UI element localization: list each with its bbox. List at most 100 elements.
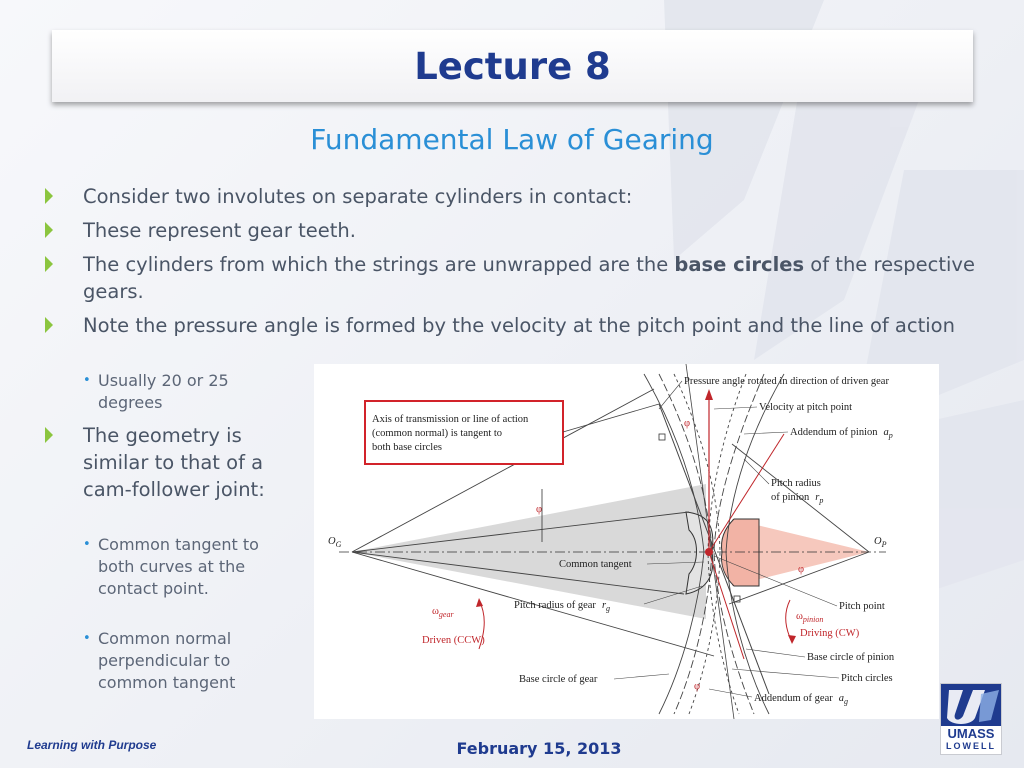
axis-box-text: (common normal) is tangent to bbox=[372, 428, 502, 439]
bullet-item: Consider two involutes on separate cylin… bbox=[44, 183, 979, 210]
bullet-arrow-icon bbox=[45, 256, 53, 272]
pinion-wedge bbox=[732, 519, 869, 586]
leader-line bbox=[562, 403, 660, 433]
bullet-item: Note the pressure angle is formed by the… bbox=[44, 312, 979, 339]
gear-line bbox=[351, 551, 685, 595]
bullet-dot-icon: • bbox=[83, 631, 91, 646]
bullet-bold-text: base circles bbox=[674, 253, 805, 276]
logo-line1: UMASS bbox=[947, 726, 995, 741]
pinion-tooth bbox=[721, 518, 760, 587]
leader-line bbox=[743, 458, 770, 485]
omega-gear-label: ωgear bbox=[432, 606, 454, 619]
driven-label: Driven (CCW) bbox=[422, 635, 485, 646]
university-logo: UMASS LOWELL bbox=[940, 683, 1002, 755]
bullet-arrow-icon bbox=[45, 188, 53, 204]
leader-line bbox=[646, 561, 705, 565]
logo-emblem bbox=[941, 684, 1001, 726]
gearing-diagram-svg: φ φ φ φ Axis of transmission or line of … bbox=[328, 363, 895, 720]
driving-label: Driving (CW) bbox=[800, 628, 860, 639]
gear-line bbox=[351, 511, 690, 553]
bullet-text: Consider two involutes on separate cylin… bbox=[83, 185, 633, 208]
right-angle-marker bbox=[658, 433, 666, 441]
bullet-text: The cylinders from which the strings are… bbox=[83, 253, 675, 276]
bullet-dot-icon: • bbox=[83, 537, 91, 552]
leader-line bbox=[643, 585, 703, 605]
common-tangent-label: Common tangent bbox=[559, 559, 632, 570]
gear-line bbox=[351, 551, 715, 657]
axis-box-text: Axis of transmission or line of action bbox=[372, 414, 529, 425]
leader-line bbox=[713, 555, 838, 607]
slide-title: Lecture 8 bbox=[414, 44, 611, 88]
sub-bullet-text: Common normal perpendicular to common ta… bbox=[98, 629, 236, 692]
pinion-line bbox=[731, 443, 870, 553]
sub-bullet: • Common tangent to both curves at the c… bbox=[83, 534, 268, 600]
red-normal-line bbox=[708, 551, 745, 660]
arrowhead-icon bbox=[705, 389, 713, 400]
omega-pinion-label: ωpinion bbox=[796, 611, 823, 624]
bullet-arrow-icon bbox=[45, 222, 53, 238]
red-tangent-line bbox=[708, 433, 785, 553]
og-label: OG bbox=[328, 536, 342, 549]
pinion-pitch-circle bbox=[713, 373, 765, 715]
bullet-dot-icon: • bbox=[83, 373, 91, 388]
phi-symbol: φ bbox=[684, 418, 690, 429]
bullet-arrow-icon bbox=[45, 427, 53, 443]
gear-line bbox=[351, 388, 655, 553]
gear-wedge bbox=[352, 484, 706, 619]
leader-line bbox=[713, 406, 758, 410]
bullet-item-geometry: The geometry is similar to that of a cam… bbox=[44, 422, 304, 510]
bullet-arrow-icon bbox=[45, 317, 53, 333]
pitch-point-label: Pitch point bbox=[839, 601, 885, 612]
leader-line bbox=[658, 380, 683, 410]
bullet-text: The geometry is similar to that of a cam… bbox=[83, 424, 265, 501]
sub-bullet: • Usually 20 or 25 degrees bbox=[83, 370, 288, 414]
line-of-action bbox=[658, 403, 770, 695]
footer-date: February 15, 2013 bbox=[456, 739, 622, 758]
base-circle-gear-label: Base circle of gear bbox=[519, 674, 598, 685]
op-label: OP bbox=[874, 536, 887, 549]
sub-bullet-text: Usually 20 or 25 degrees bbox=[98, 371, 229, 412]
axis-box-text: both base circles bbox=[372, 442, 442, 453]
bullet-list: Consider two involutes on separate cylin… bbox=[44, 183, 979, 346]
pitch-point-marker bbox=[705, 548, 713, 556]
bullet-text: of the respective gears. bbox=[83, 253, 975, 303]
pinion-base-circle bbox=[725, 373, 785, 715]
leader-line bbox=[613, 673, 670, 680]
logo-mark-icon bbox=[947, 690, 999, 724]
logo-line2: LOWELL bbox=[946, 741, 996, 751]
right-angle-marker bbox=[733, 595, 741, 603]
leader-line bbox=[743, 431, 789, 435]
leader-line bbox=[745, 648, 806, 658]
arrowhead-icon bbox=[788, 635, 796, 644]
leader-line bbox=[708, 688, 753, 698]
bullet-text: These represent gear teeth. bbox=[83, 219, 356, 242]
bullet-item: These represent gear teeth. bbox=[44, 217, 979, 244]
gearing-diagram: φ φ φ φ Axis of transmission or line of … bbox=[314, 363, 939, 720]
axis-annotation-box bbox=[364, 400, 564, 465]
title-bar: Lecture 8 bbox=[52, 30, 973, 102]
bullet-text: Note the pressure angle is formed by the… bbox=[83, 314, 955, 337]
gear-pitch-circle bbox=[658, 373, 713, 715]
pressure-angle-label: Pressure angle rotated in direction of d… bbox=[684, 376, 889, 387]
sub-bullet-text: Common tangent to both curves at the con… bbox=[98, 535, 259, 598]
tangent-line bbox=[685, 363, 735, 720]
arrowhead-icon bbox=[476, 598, 483, 607]
phi-symbol: φ bbox=[694, 681, 700, 692]
phi-symbol: φ bbox=[536, 504, 542, 515]
footer-tagline: Learning with Purpose bbox=[27, 738, 157, 752]
leader-line bbox=[731, 668, 840, 679]
base-circle-pinion-label: Base circle of pinion bbox=[807, 652, 895, 663]
velocity-label: Velocity at pitch point bbox=[759, 402, 852, 413]
pinion-line bbox=[728, 551, 870, 605]
bullet-item: The cylinders from which the strings are… bbox=[44, 251, 979, 305]
pitch-circles-label: Pitch circles bbox=[841, 673, 893, 684]
gear-base-circle bbox=[643, 373, 705, 715]
slide-subtitle: Fundamental Law of Gearing bbox=[310, 123, 714, 156]
pitch-radius-pinion-label: Pitch radius bbox=[771, 478, 821, 489]
phi-symbol: φ bbox=[798, 564, 804, 575]
bullet-item: The geometry is similar to that of a cam… bbox=[44, 422, 279, 503]
sub-bullet: • Common normal perpendicular to common … bbox=[83, 628, 268, 694]
